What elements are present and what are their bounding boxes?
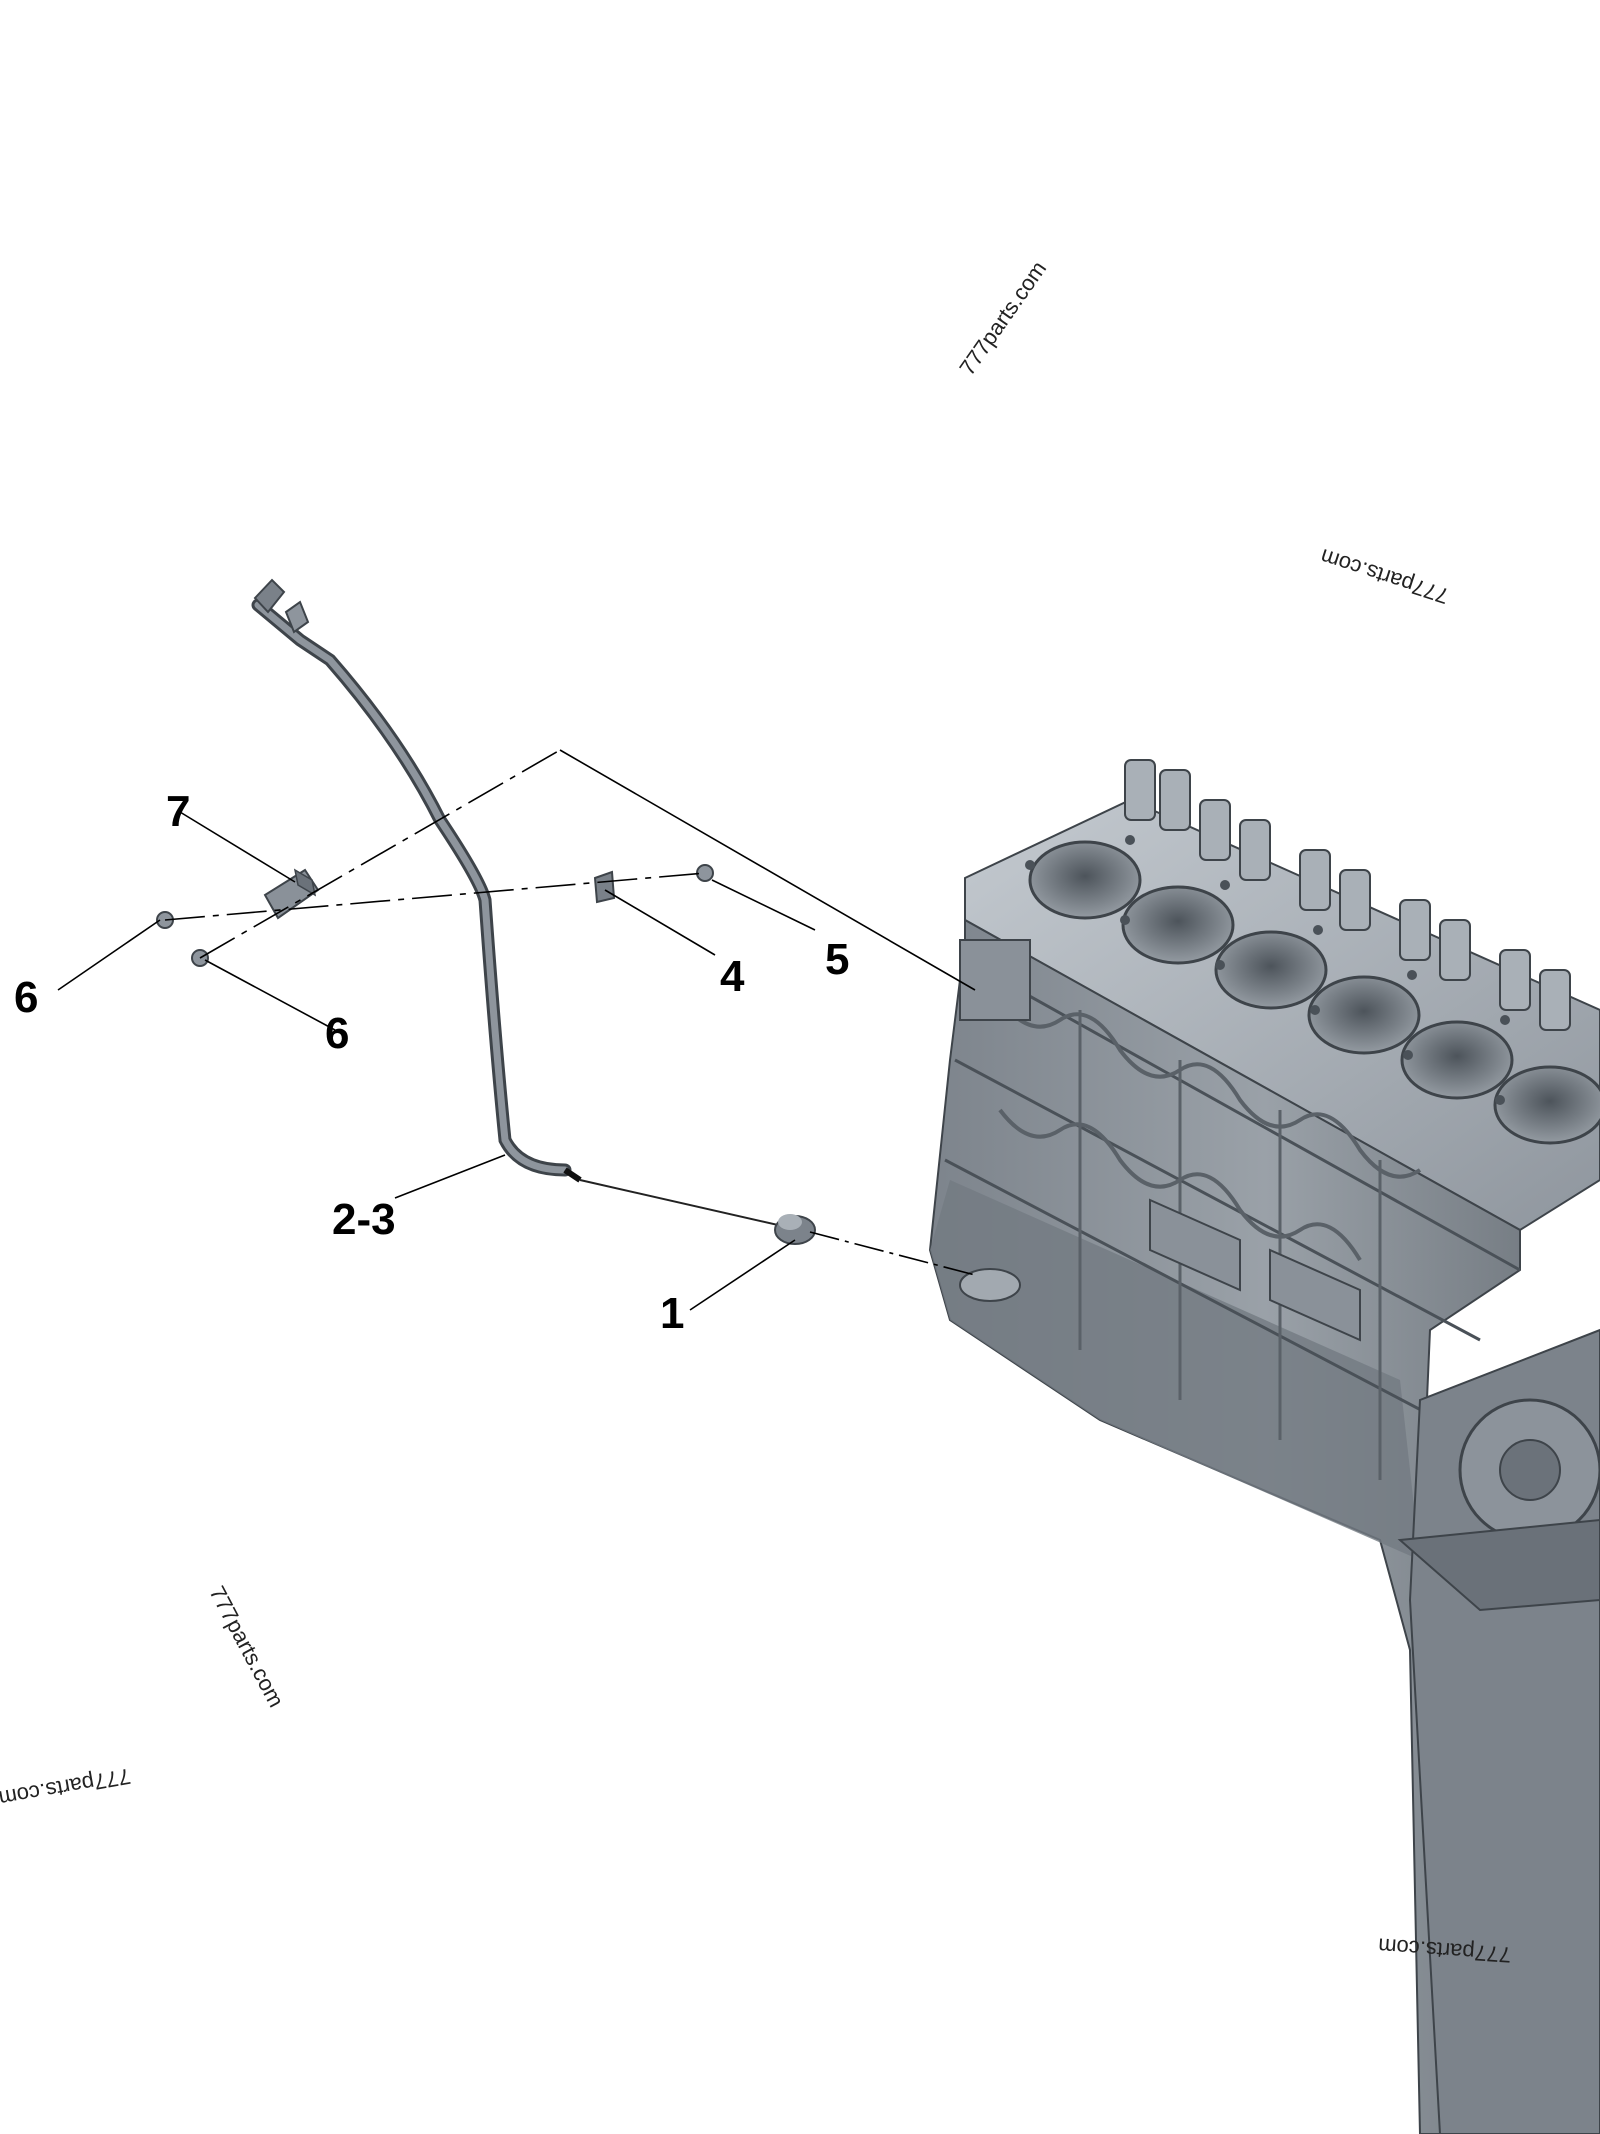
dipstick-handle: [253, 578, 310, 634]
callout-label-6-lower: 6: [325, 1009, 350, 1058]
callout-label-5: 5: [825, 935, 850, 984]
leader-lines: [57, 749, 976, 1311]
callout-label-6-left: 6: [14, 973, 39, 1022]
callout-label-2-3: 2-3: [332, 1195, 396, 1244]
nut-part-5: [696, 864, 714, 882]
callout-label-1: 1: [660, 1289, 685, 1338]
dipstick-tube: [251, 598, 801, 1231]
grommet-part-1: [774, 1214, 816, 1245]
callout-label-7: 7: [166, 787, 191, 836]
engine-block: [928, 759, 1600, 2134]
clip-part-4: [593, 870, 616, 904]
callout-label-4: 4: [720, 952, 745, 1001]
